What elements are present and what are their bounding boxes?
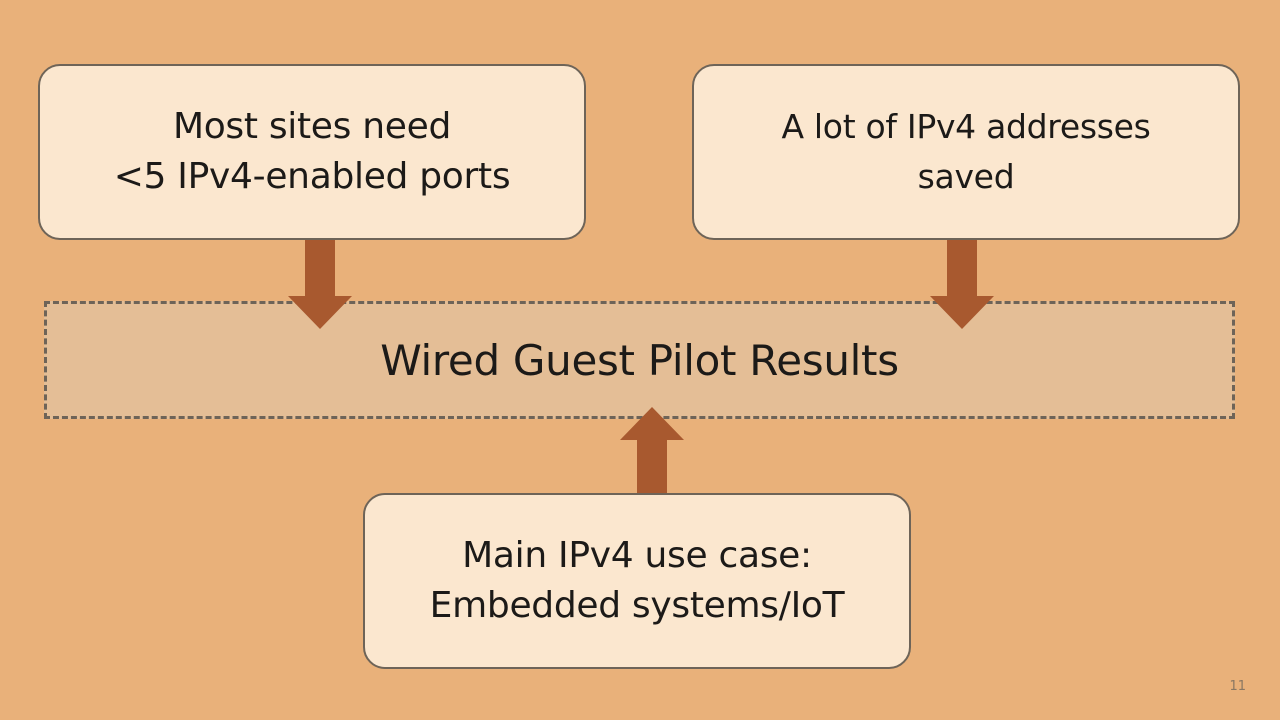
bottom-box: Main IPv4 use case: Embedded systems/IoT [363, 493, 911, 669]
central-results-label: Wired Guest Pilot Results [380, 335, 899, 385]
top-right-text: A lot of IPv4 addresses saved [781, 102, 1150, 202]
bottom-line-2: Embedded systems/IoT [429, 585, 845, 626]
bottom-text: Main IPv4 use case: Embedded systems/IoT [430, 531, 845, 631]
top-right-box: A lot of IPv4 addresses saved [692, 64, 1240, 240]
bottom-line-1: Main IPv4 use case: [462, 535, 812, 576]
top-right-line-2: saved [917, 157, 1015, 196]
arrow-up-icon [620, 407, 684, 501]
central-results-box: Wired Guest Pilot Results [44, 301, 1235, 419]
top-left-box: Most sites need <5 IPv4-enabled ports [38, 64, 586, 240]
arrow-down-right-icon [930, 236, 994, 329]
page-number: 11 [1229, 679, 1246, 694]
top-left-line-2: <5 IPv4-enabled ports [113, 156, 511, 197]
top-left-text: Most sites need <5 IPv4-enabled ports [114, 102, 511, 202]
top-left-line-1: Most sites need [172, 106, 452, 147]
top-right-line-1: A lot of IPv4 addresses [781, 107, 1151, 146]
arrow-down-left-icon [288, 236, 352, 329]
